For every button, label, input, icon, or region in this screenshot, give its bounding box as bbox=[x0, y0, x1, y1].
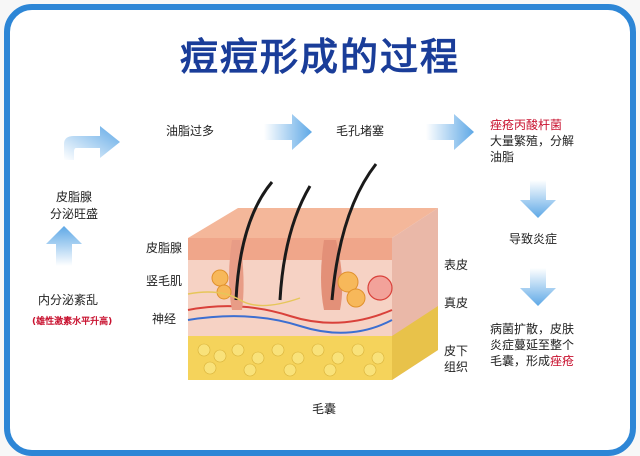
hair-3 bbox=[330, 163, 378, 301]
inflamed-gland bbox=[367, 275, 393, 301]
fat-cells bbox=[197, 343, 385, 377]
blood-vessel-red bbox=[187, 305, 393, 324]
step-spread-l3-pre: 毛囊，形成 bbox=[490, 354, 551, 368]
step-pore: 毛孔堵塞 bbox=[336, 124, 385, 138]
blood-vessel-blue bbox=[187, 315, 393, 334]
step-oil: 油脂过多 bbox=[166, 124, 215, 138]
step-hormone-note: (雄性激素水平升高) bbox=[32, 317, 113, 327]
step-bacteria-l2: 油脂 bbox=[490, 150, 515, 164]
right-arrow-2 bbox=[426, 114, 474, 150]
step-sebaceous-secrete: 分泌旺盛 bbox=[50, 207, 99, 221]
label-arrector-muscle: 竖毛肌 bbox=[146, 274, 183, 288]
nerve-line bbox=[187, 291, 301, 307]
page-title: 痘痘形成的过程 bbox=[179, 35, 460, 79]
step-spread-l1: 病菌扩散，皮肤 bbox=[490, 322, 575, 336]
step-sebaceous: 皮脂腺 bbox=[56, 190, 93, 204]
label-follicle: 毛囊 bbox=[312, 402, 337, 416]
down-arrow-2 bbox=[520, 268, 556, 306]
right-arrow-1 bbox=[264, 114, 312, 150]
step-spread-l3: 毛囊，形成痤疮 bbox=[490, 354, 574, 369]
label-subcutis-l2: 组织 bbox=[444, 360, 469, 374]
label-nerve: 神经 bbox=[152, 312, 177, 326]
step-bacteria-l1: 大量繁殖，分解 bbox=[490, 134, 575, 148]
skin-top-surface bbox=[188, 208, 438, 238]
label-epidermis: 表皮 bbox=[444, 258, 469, 272]
label-sebaceous-gland: 皮脂腺 bbox=[146, 241, 183, 255]
epidermis-layer bbox=[188, 238, 392, 260]
sebaceous-gland-shape bbox=[211, 269, 366, 308]
label-subcutis-l1: 皮下 bbox=[444, 344, 469, 358]
label-dermis: 真皮 bbox=[444, 296, 469, 310]
side-fat bbox=[392, 306, 438, 380]
up-arrow-1 bbox=[46, 226, 82, 266]
hair-2 bbox=[278, 185, 312, 301]
step-inflammation: 导致炎症 bbox=[509, 232, 558, 246]
step-spread-l3-red: 痤疮 bbox=[550, 354, 575, 368]
step-bacteria-name: 痤疮丙酸杆菌 bbox=[490, 118, 563, 132]
skin-cross-section bbox=[187, 163, 438, 380]
hair-1 bbox=[234, 181, 274, 301]
diag-arrow-1 bbox=[64, 126, 120, 160]
down-arrow-1 bbox=[520, 180, 556, 218]
step-hormone: 内分泌紊乱 bbox=[38, 293, 99, 307]
step-spread-l2: 炎症蔓延至整个 bbox=[490, 338, 575, 352]
